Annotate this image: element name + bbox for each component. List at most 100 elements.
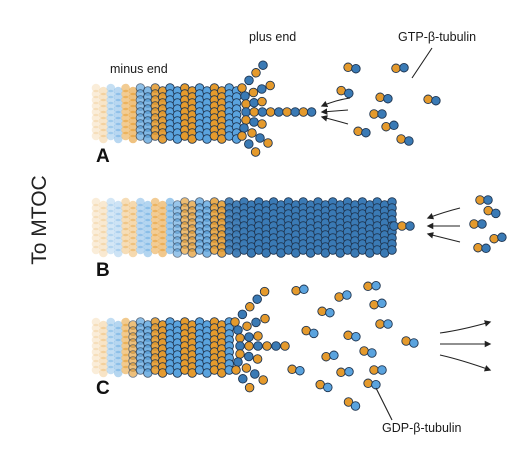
tubulin-subunit — [106, 359, 116, 369]
tubulin-subunit — [128, 248, 138, 258]
tubulin-subunit — [99, 356, 108, 366]
tubulin-dimer-subunit — [363, 281, 373, 292]
tubulin-subunit — [128, 98, 138, 108]
tubulin-dimer-subunit — [343, 62, 353, 73]
gdp-tubulin-label: GDP-β-tubulin — [382, 421, 461, 435]
tubulin-subunit — [136, 209, 145, 219]
tubulin-dimer-subunit — [491, 208, 501, 219]
protofilament-subunit — [244, 332, 254, 342]
tubulin-subunit — [91, 215, 101, 225]
protofilament-subunit — [257, 96, 267, 107]
panel-a: minus end plus end GTP-β-tubulin A — [91, 30, 476, 167]
protofilament-subunit — [306, 107, 317, 117]
tubulin-subunit — [128, 224, 138, 234]
protofilament-subunit — [242, 321, 252, 331]
tubulin-subunit — [99, 320, 108, 330]
tubulin-dimer-subunit — [473, 242, 483, 253]
tubulin-subunit — [158, 230, 167, 240]
tubulin-subunit — [99, 206, 108, 216]
tubulin-subunit — [121, 125, 130, 135]
protofilament-subunit — [244, 139, 254, 149]
tubulin-subunit — [106, 107, 116, 117]
tubulin-dimer-subunit — [481, 243, 491, 254]
tubulin-subunit — [158, 200, 167, 210]
tubulin-dimer-subunit — [431, 95, 441, 106]
tubulin-subunit — [113, 206, 123, 216]
tubulin-subunit — [106, 209, 116, 219]
tubulin-subunit — [136, 215, 145, 225]
tubulin-dimer-subunit — [343, 330, 353, 341]
panel-c-label: C — [96, 378, 110, 399]
protofilament-subunit — [257, 119, 267, 129]
tubulin-subunit — [121, 203, 130, 213]
protofilament-subunit — [244, 75, 254, 86]
tubulin-dimer-subunit — [409, 338, 419, 348]
tubulin-subunit — [113, 350, 123, 360]
protofilament-subunit — [237, 131, 247, 141]
tubulin-subunit — [113, 224, 123, 234]
tubulin-subunit — [150, 239, 160, 249]
protofilament-subunit — [257, 107, 268, 117]
tubulin-subunit — [121, 113, 130, 123]
tubulin-subunit — [128, 110, 138, 120]
protofilament-subunit — [237, 83, 247, 93]
tubulin-subunit — [158, 218, 167, 228]
tubulin-subunit — [128, 92, 138, 102]
tubulin-subunit — [106, 215, 116, 225]
tubulin-subunit — [106, 125, 116, 135]
tubulin-subunit — [136, 203, 145, 213]
microtubule-b — [91, 197, 397, 258]
tubulin-subunit — [113, 230, 123, 240]
tubulin-subunit — [106, 203, 116, 213]
growing-plus-end-a — [237, 60, 317, 157]
tubulin-subunit — [106, 323, 116, 333]
tubulin-subunit — [143, 212, 153, 222]
tubulin-subunit — [113, 128, 123, 138]
protofilament-subunit — [253, 341, 263, 351]
tubulin-subunit — [99, 92, 108, 102]
protofilament-subunit — [258, 375, 268, 385]
tubulin-subunit — [106, 347, 116, 357]
tubulin-dimer-subunit — [367, 348, 377, 358]
tubulin-subunit — [91, 323, 101, 333]
tubulin-subunit — [150, 245, 160, 255]
tubulin-subunit — [99, 332, 108, 342]
tubulin-dimer-subunit — [377, 298, 387, 309]
tubulin-subunit — [158, 224, 167, 234]
tubulin-dimer-subunit — [359, 346, 369, 356]
tubulin-subunit — [113, 362, 123, 372]
tubulin-subunit — [150, 233, 160, 243]
tubulin-subunit — [106, 227, 116, 237]
tubulin-subunit — [143, 206, 153, 216]
tubulin-dimer-subunit — [361, 127, 371, 138]
protofilament-subunit — [258, 60, 268, 70]
tubulin-subunit — [91, 341, 101, 351]
tubulin-subunit — [91, 209, 101, 219]
tubulin-subunit — [113, 200, 123, 210]
tubulin-subunit — [113, 344, 123, 354]
tubulin-subunit — [91, 245, 101, 255]
tubulin-subunit — [143, 200, 153, 210]
protofilament-subunit — [248, 87, 259, 98]
tubulin-subunit — [99, 212, 108, 222]
gdp-label-pointer — [375, 387, 393, 421]
tubulin-dimer-subunit — [371, 379, 381, 390]
tubulin-dimer-subunit — [401, 336, 411, 346]
tubulin-subunit — [121, 131, 130, 141]
tubulin-subunit — [165, 203, 175, 213]
tubulin-subunit — [113, 110, 123, 120]
outgoing-arrows-c — [439, 320, 492, 372]
tubulin-subunit — [128, 116, 138, 126]
tubulin-dimer-subunit — [325, 307, 335, 318]
tubulin-dimer-subunit — [353, 126, 363, 137]
tubulin-subunit — [113, 338, 123, 348]
tubulin-subunit — [150, 209, 160, 219]
protofilament-subunit — [241, 363, 252, 373]
tubulin-subunit — [121, 239, 130, 249]
gtp-label-pointer — [411, 47, 433, 79]
protofilament-subunit — [260, 313, 270, 324]
tubulin-subunit — [106, 245, 116, 255]
tubulin-subunit — [136, 245, 145, 255]
tubulin-subunit — [121, 323, 130, 333]
protofilament-subunit — [282, 107, 292, 117]
